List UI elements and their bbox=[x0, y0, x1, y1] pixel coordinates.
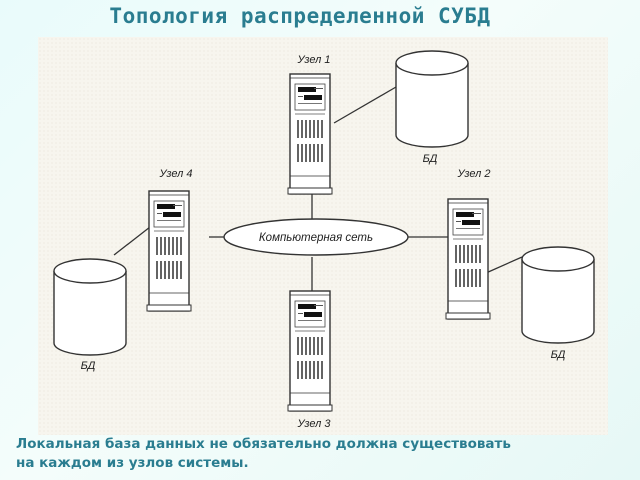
node1-db-label: БД bbox=[423, 153, 438, 165]
caption-line-2: на каждом из узлов системы. bbox=[16, 455, 249, 471]
node2-server bbox=[445, 198, 491, 320]
caption: Локальная база данных не обязательно дол… bbox=[16, 435, 616, 473]
node4-label: Узел 4 bbox=[158, 168, 192, 180]
node1-label: Узел 1 bbox=[296, 54, 330, 66]
caption-line-1: Локальная база данных не обязательно дол… bbox=[16, 436, 511, 452]
node3-server bbox=[287, 290, 333, 412]
link-db4 bbox=[113, 226, 151, 256]
node3-label: Узел 3 bbox=[296, 418, 331, 430]
node1-database bbox=[395, 50, 469, 148]
topology-svg: Компьютерная сеть Узел 1 БД Узел 2 БД Уз… bbox=[53, 50, 595, 430]
node2-label: Узел 2 bbox=[456, 168, 490, 180]
network-label: Компьютерная сеть bbox=[259, 232, 373, 244]
node1-server bbox=[287, 73, 333, 195]
link-db1 bbox=[333, 86, 397, 124]
node4-db-label: БД bbox=[81, 360, 96, 372]
network-ellipse bbox=[223, 218, 409, 256]
node4-server bbox=[146, 190, 192, 312]
topology-diagram: Компьютерная сеть Узел 1 БД Узел 2 БД Уз… bbox=[38, 37, 608, 435]
node2-database bbox=[521, 246, 595, 344]
slide-title: Топология распределенной СУБД bbox=[109, 4, 491, 28]
node2-db-label: БД bbox=[551, 349, 566, 361]
network-links bbox=[113, 86, 523, 291]
node4-database bbox=[53, 258, 127, 356]
link-db2 bbox=[485, 256, 523, 274]
